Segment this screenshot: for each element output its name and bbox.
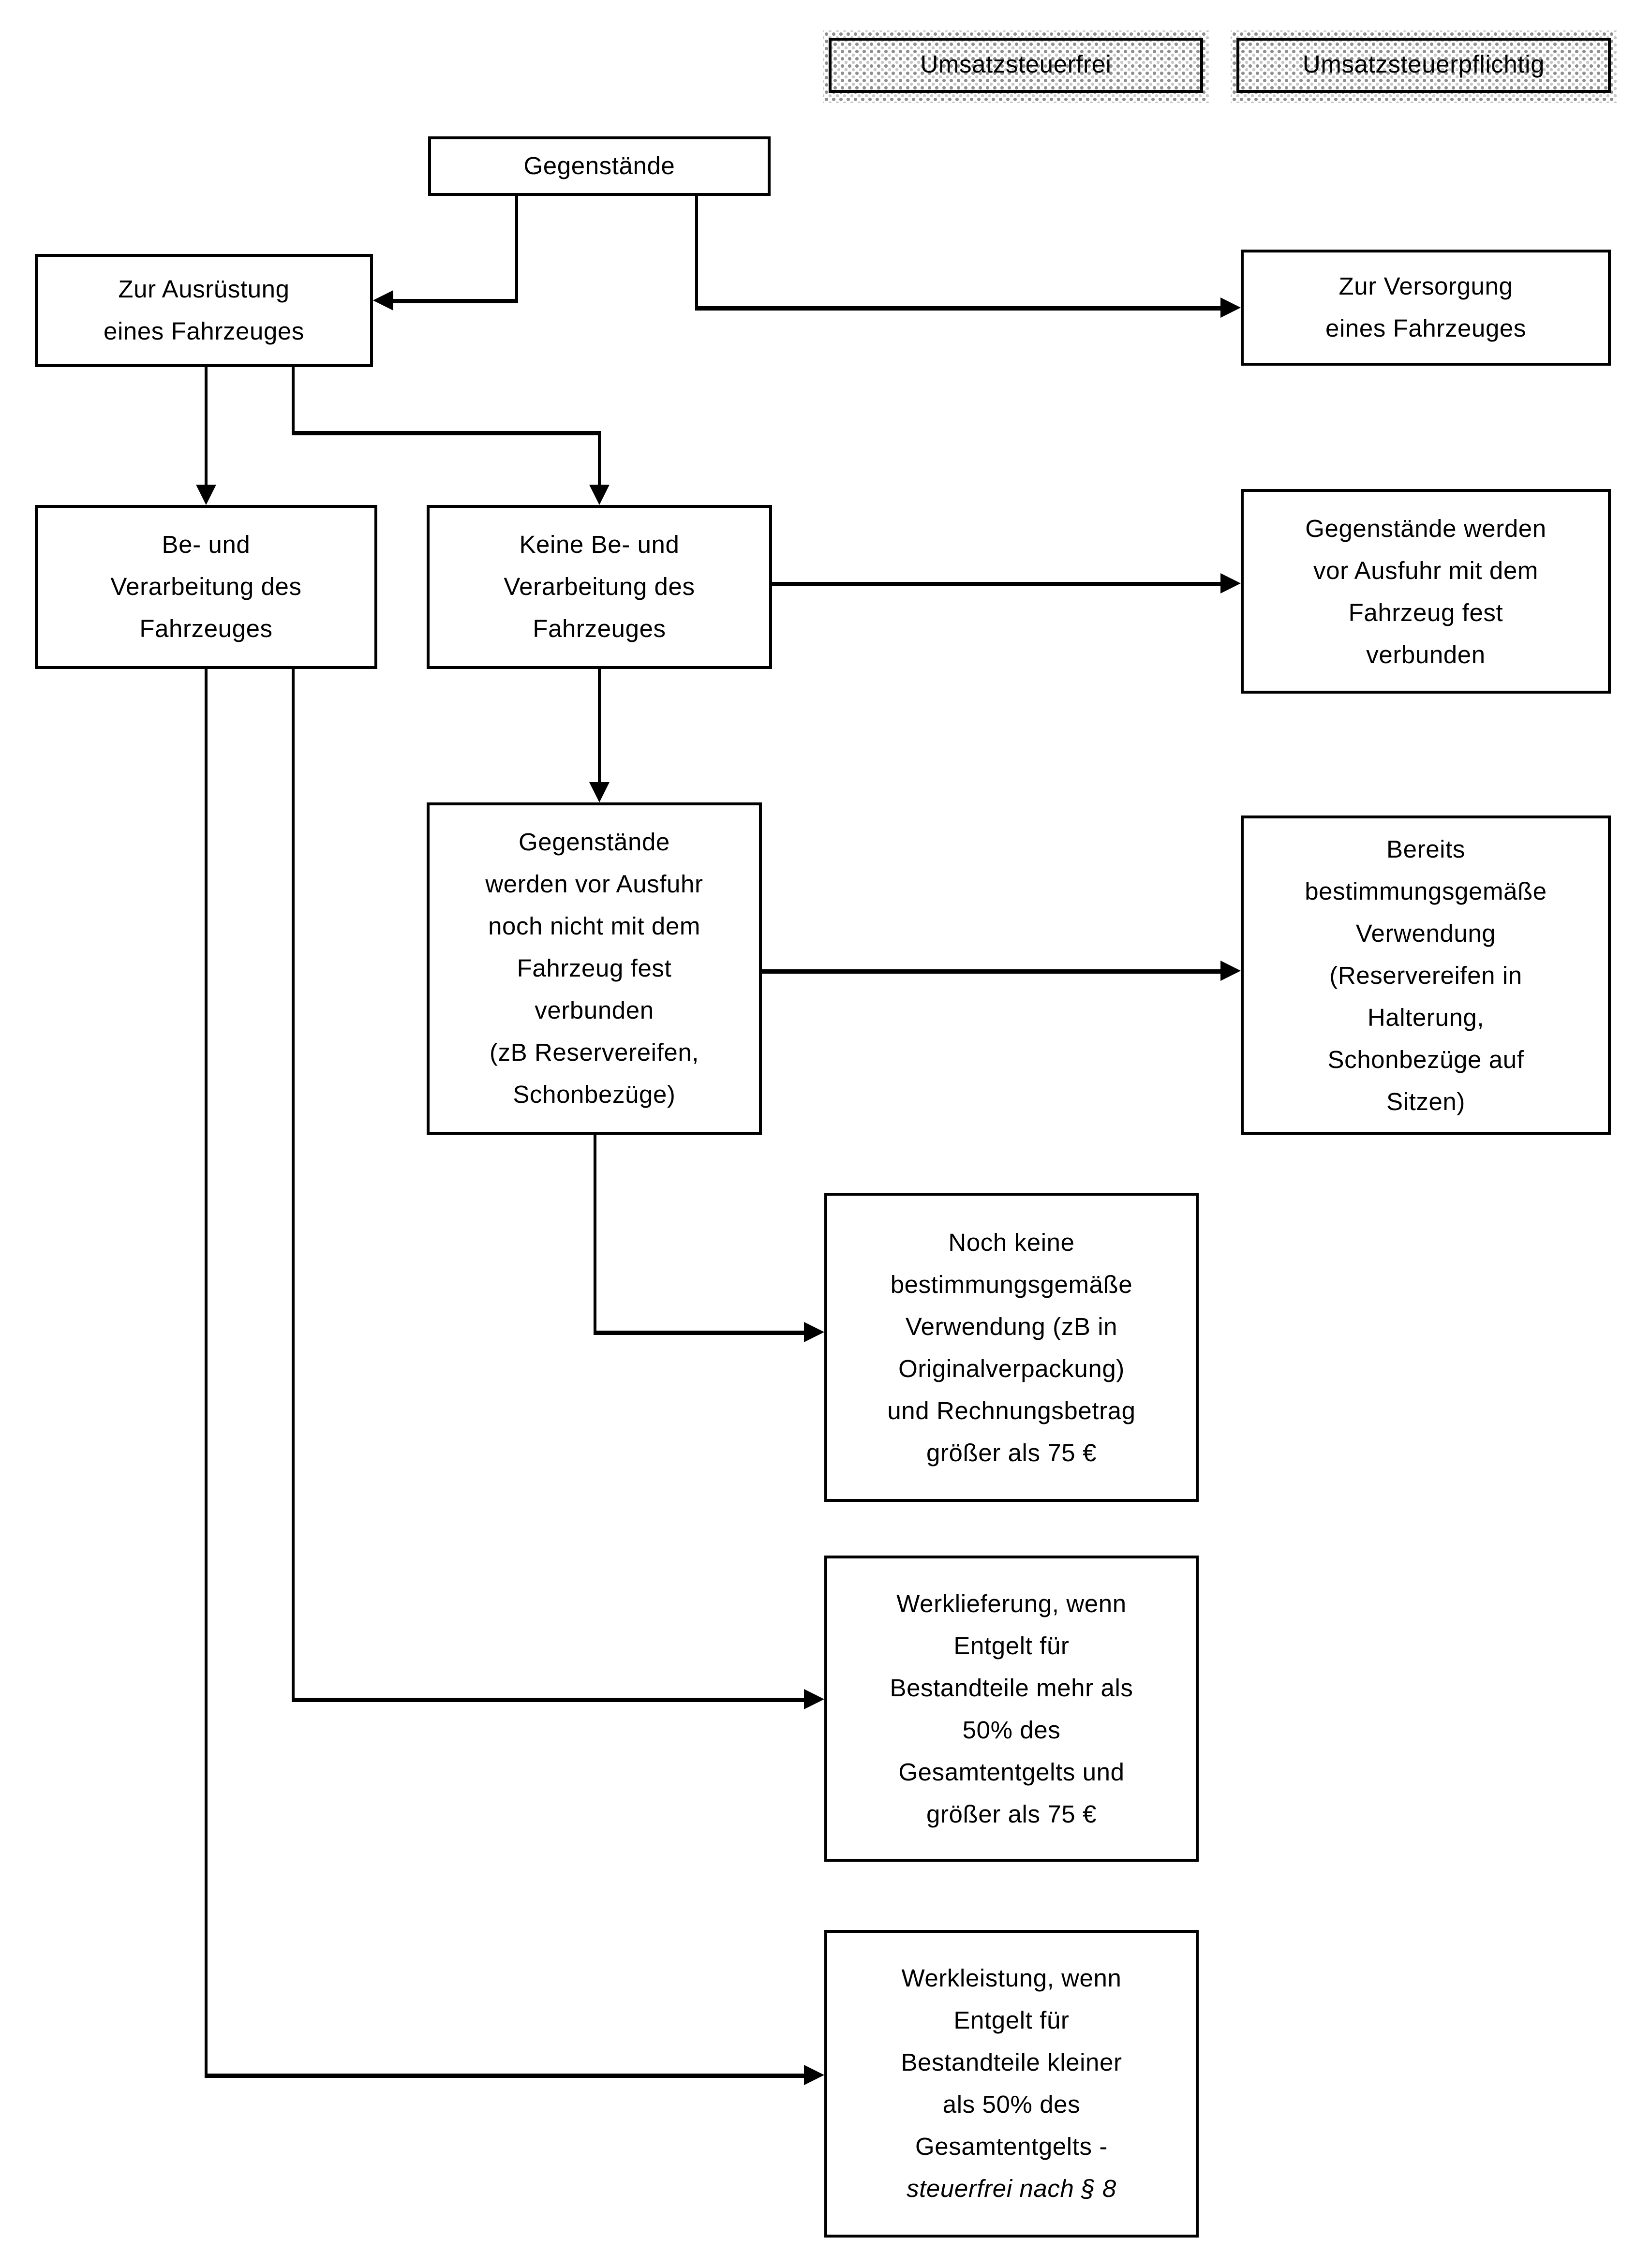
connector-keine-nochnicht-vline bbox=[598, 669, 601, 782]
node-bereits-verwendung-label: Bereits bestimmungsgemäße Verwendung (Re… bbox=[1305, 835, 1547, 1115]
arrowhead-right-icon bbox=[1220, 573, 1241, 593]
arrowhead-down-icon bbox=[589, 782, 610, 802]
connector-nochnicht-nochkeine-vline bbox=[594, 1135, 596, 1335]
connector-ausruestung-beund-vline bbox=[205, 367, 208, 485]
legend-tax-free-halo: Umsatzsteuerfrei bbox=[823, 30, 1209, 103]
connector-gegenstaende-ausruestung-vline bbox=[515, 196, 518, 303]
node-werklieferung-label: Werklieferung, wenn Entgelt für Bestandt… bbox=[890, 1589, 1133, 1828]
node-zur-ausruestung: Zur Ausrüstung eines Fahrzeuges bbox=[35, 254, 373, 367]
node-noch-nicht-fest-verbunden-label: Gegenstände werden vor Ausfuhr noch nich… bbox=[485, 829, 703, 1109]
node-bereits-verwendung: Bereits bestimmungsgemäße Verwendung (Re… bbox=[1241, 815, 1611, 1135]
connector-beund-werkleistung-hline bbox=[205, 2074, 807, 2078]
connector-ausruestung-keine-vline2 bbox=[598, 435, 601, 485]
arrowhead-down-icon bbox=[196, 485, 216, 505]
connector-ausruestung-keine-vline1 bbox=[292, 367, 295, 435]
connector-ausruestung-keine-hline bbox=[292, 431, 601, 435]
node-zur-versorgung-label: Zur Versorgung eines Fahrzeuges bbox=[1325, 273, 1527, 342]
node-be-und-verarbeitung: Be- und Verarbeitung des Fahrzeuges bbox=[35, 505, 377, 669]
connector-gegenstaende-versorgung-vline bbox=[695, 196, 698, 311]
connector-gegenstaende-versorgung-hline bbox=[695, 306, 1223, 311]
arrowhead-left-icon bbox=[373, 290, 393, 311]
connector-beund-werklieferung-hline bbox=[292, 1698, 807, 1702]
node-fest-verbunden-label: Gegenstände werden vor Ausfuhr mit dem F… bbox=[1305, 514, 1547, 668]
node-keine-be-und-verarbeitung-label: Keine Be- und Verarbeitung des Fahrzeuge… bbox=[504, 531, 695, 643]
node-zur-ausruestung-label: Zur Ausrüstung eines Fahrzeuges bbox=[103, 276, 305, 345]
legend-tax-free-label: Umsatzsteuerfrei bbox=[920, 51, 1112, 78]
legend-tax-liable: Umsatzsteuerpflichtig bbox=[1236, 38, 1611, 93]
node-werkleistung-label: Werkleistung, wenn Entgelt für Bestandte… bbox=[827, 1957, 1196, 2210]
node-noch-nicht-fest-verbunden: Gegenstände werden vor Ausfuhr noch nich… bbox=[427, 802, 762, 1135]
connector-keine-festverbunden-hline bbox=[772, 582, 1223, 586]
node-gegenstaende-label: Gegenstände bbox=[523, 151, 675, 179]
node-werkleistung-main-text: Werkleistung, wenn Entgelt für Bestandte… bbox=[901, 1965, 1122, 2161]
node-noch-keine-verwendung: Noch keine bestimmungsgemäße Verwendung … bbox=[824, 1193, 1199, 1502]
node-werkleistung: Werkleistung, wenn Entgelt für Bestandte… bbox=[824, 1930, 1199, 2238]
arrowhead-right-icon bbox=[804, 1689, 824, 1709]
node-noch-keine-verwendung-label: Noch keine bestimmungsgemäße Verwendung … bbox=[887, 1228, 1136, 1467]
connector-gegenstaende-ausruestung-hline bbox=[393, 299, 517, 303]
legend-tax-liable-halo: Umsatzsteuerpflichtig bbox=[1231, 30, 1617, 103]
node-fest-verbunden: Gegenstände werden vor Ausfuhr mit dem F… bbox=[1241, 489, 1611, 694]
arrowhead-right-icon bbox=[804, 2065, 824, 2085]
connector-nochnicht-nochkeine-hline bbox=[594, 1331, 807, 1335]
node-gegenstaende: Gegenstände bbox=[428, 136, 771, 196]
legend-tax-free: Umsatzsteuerfrei bbox=[829, 38, 1203, 93]
connector-nochnicht-bereits-hline bbox=[762, 969, 1223, 974]
arrowhead-down-icon bbox=[589, 485, 610, 505]
arrowhead-right-icon bbox=[804, 1322, 824, 1342]
legend-tax-liable-label: Umsatzsteuerpflichtig bbox=[1302, 51, 1545, 78]
arrowhead-right-icon bbox=[1220, 297, 1241, 318]
arrowhead-right-icon bbox=[1220, 961, 1241, 981]
node-werkleistung-italic-text: steuerfrei nach § 8 bbox=[907, 2175, 1116, 2203]
node-keine-be-und-verarbeitung: Keine Be- und Verarbeitung des Fahrzeuge… bbox=[427, 505, 772, 669]
connector-beund-werklieferung-vline bbox=[292, 669, 295, 1702]
node-zur-versorgung: Zur Versorgung eines Fahrzeuges bbox=[1241, 250, 1611, 366]
node-werklieferung: Werklieferung, wenn Entgelt für Bestandt… bbox=[824, 1556, 1199, 1862]
connector-beund-werkleistung-vline bbox=[205, 669, 208, 2078]
node-be-und-verarbeitung-label: Be- und Verarbeitung des Fahrzeuges bbox=[110, 531, 302, 643]
